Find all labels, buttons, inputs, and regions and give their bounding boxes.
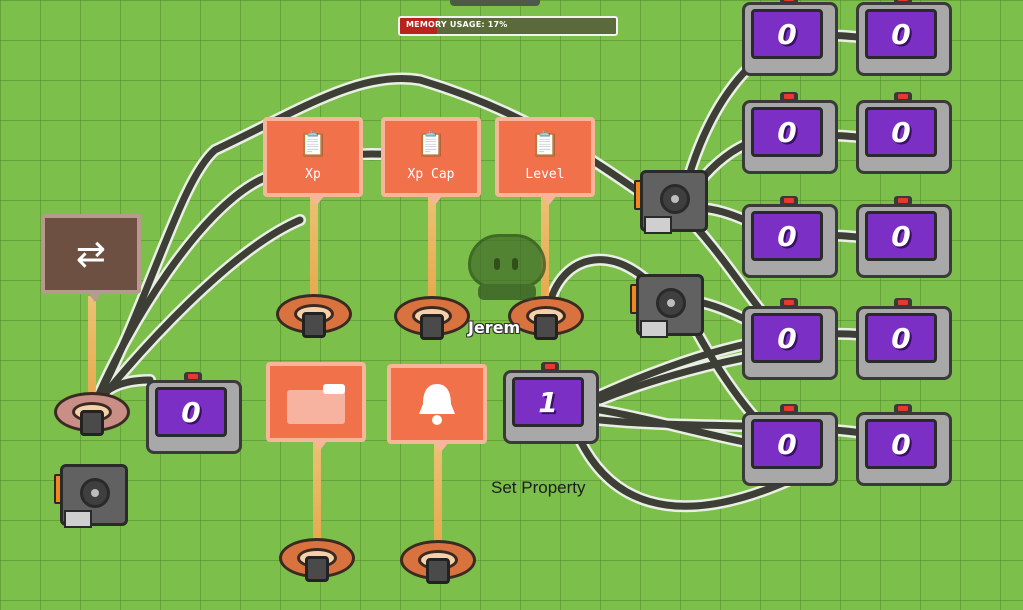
counter-device[interactable]: 1 xyxy=(503,362,599,444)
counter-value: 0 xyxy=(777,115,797,149)
counter-value: 0 xyxy=(891,427,911,461)
clipboard-icon: 📋 xyxy=(416,130,446,158)
signal-beam xyxy=(310,196,318,296)
player-avatar[interactable] xyxy=(468,234,546,304)
property-sign-level[interactable]: 📋 Level xyxy=(495,117,595,205)
counter-value: 0 xyxy=(891,219,911,253)
signal-beam xyxy=(541,196,549,296)
counter-value: 0 xyxy=(777,219,797,253)
property-setter-device[interactable] xyxy=(630,274,708,340)
trigger-pad[interactable] xyxy=(400,536,476,588)
counter-device[interactable]: 0 xyxy=(146,372,242,454)
set-property-label: Set Property xyxy=(491,478,586,497)
signal-beam xyxy=(313,442,321,542)
player-name: Jerem xyxy=(468,318,521,337)
counter-value: 0 xyxy=(891,17,911,51)
memory-usage-bar: MEMORY USAGE: 17% xyxy=(398,16,618,36)
counter-value: 0 xyxy=(181,395,201,429)
signal-beam xyxy=(434,444,442,542)
counter-device[interactable]: 0 xyxy=(742,298,838,380)
signal-beam xyxy=(428,196,436,296)
folder-sign[interactable] xyxy=(266,362,366,450)
counter-device[interactable]: 0 xyxy=(856,298,952,380)
counter-device[interactable]: 0 xyxy=(856,0,952,76)
trigger-pad[interactable] xyxy=(54,388,130,440)
property-sign-xp-cap[interactable]: 📋 Xp Cap xyxy=(381,117,481,205)
trigger-pad[interactable] xyxy=(508,292,584,344)
trigger-pad[interactable] xyxy=(276,290,352,342)
signal-beam xyxy=(88,296,96,402)
counter-device[interactable]: 0 xyxy=(742,0,838,76)
trigger-pad[interactable] xyxy=(279,534,355,586)
counter-value: 0 xyxy=(777,427,797,461)
counter-value: 0 xyxy=(777,17,797,51)
bell-sign[interactable] xyxy=(387,364,487,452)
memory-usage-fill xyxy=(400,18,437,34)
counter-value: 0 xyxy=(777,321,797,355)
clipboard-icon: 📋 xyxy=(298,130,328,158)
property-sign-xp[interactable]: 📋 Xp xyxy=(263,117,363,205)
counter-value: 1 xyxy=(538,385,558,419)
property-label: Level xyxy=(525,167,565,182)
memory-usage-label: MEMORY USAGE: 17% xyxy=(406,20,508,29)
counter-device[interactable]: 0 xyxy=(742,196,838,278)
repeat-icon: ⇄ xyxy=(75,234,107,275)
property-setter-device[interactable] xyxy=(634,170,712,236)
trigger-pad[interactable] xyxy=(394,292,470,344)
counter-value: 0 xyxy=(891,115,911,149)
property-label: Xp xyxy=(305,167,321,182)
folder-icon xyxy=(287,384,345,429)
counter-device[interactable]: 0 xyxy=(856,196,952,278)
counter-device[interactable]: 0 xyxy=(742,404,838,486)
counter-device[interactable]: 0 xyxy=(856,92,952,174)
top-tab xyxy=(450,0,540,6)
bell-icon xyxy=(416,382,458,431)
property-setter-device[interactable] xyxy=(54,464,132,530)
counter-device[interactable]: 0 xyxy=(742,92,838,174)
counter-device[interactable]: 0 xyxy=(856,404,952,486)
repeater-device[interactable]: ⇄ xyxy=(41,214,141,302)
counter-value: 0 xyxy=(891,321,911,355)
clipboard-icon: 📋 xyxy=(530,130,560,158)
property-label: Xp Cap xyxy=(407,167,455,182)
